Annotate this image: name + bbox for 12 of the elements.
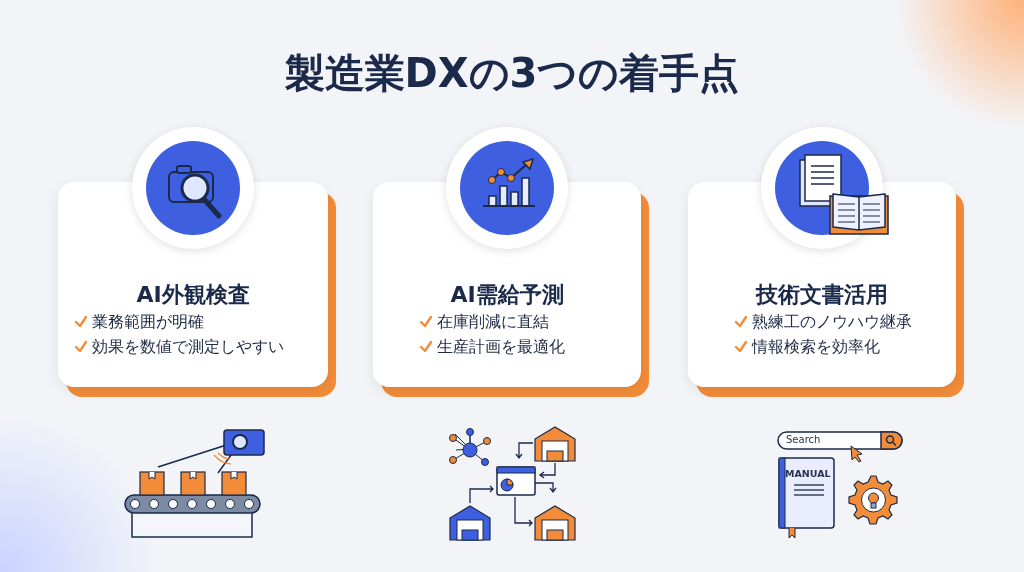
bullet-text: 業務範囲が明確 (92, 312, 204, 333)
search-field: Search (786, 434, 821, 445)
bullet-text: 情報検索を効率化 (752, 337, 880, 358)
card-heading: AI外観検査 (135, 281, 251, 309)
card-heading: AI需給予測 (449, 281, 565, 309)
card-heading: 技術文書活用 (754, 281, 889, 309)
bullet-text: 熟練工のノウハウ継承 (752, 312, 912, 333)
title: 製造業DXの3つの着手点 (283, 49, 741, 98)
bullet-text: 生産計画を最適化 (437, 337, 565, 358)
book-title: MANUAL (785, 468, 831, 479)
bullet-text: 在庫削減に直結 (437, 312, 549, 333)
bullet-text: 効果を数値で測定しやすい (92, 337, 284, 358)
